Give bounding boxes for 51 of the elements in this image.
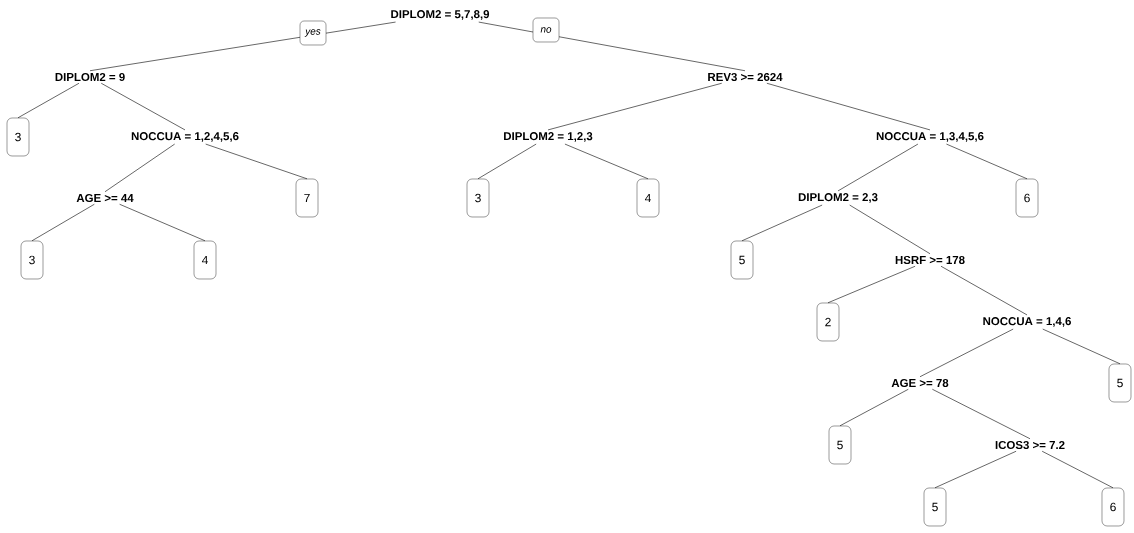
split-label: DIPLOM2 = 2,3 [798,193,878,203]
split-label: ICOS3 >= 7.2 [995,440,1065,450]
branch-line [89,21,396,72]
branch-line [547,82,723,131]
leaf-box: 5 [828,425,852,465]
edge-label: yes [299,20,327,46]
leaf-box: 5 [730,240,754,280]
leaf-box: 2 [816,302,840,342]
edge-label: no [532,17,560,43]
branch-line [849,204,931,255]
split-label: DIPLOM2 = 5,7,8,9 [391,10,490,20]
branch-line [741,204,823,242]
branch-line [100,82,186,131]
split-label: NOCCUA = 1,4,6 [983,317,1071,327]
leaf-box: 6 [1101,487,1125,527]
branch-line [766,82,931,131]
split-label: AGE >= 78 [891,378,949,388]
branch-line [1042,328,1121,365]
branch-line [934,450,1017,489]
leaf-box: 6 [1015,178,1039,218]
branch-line [564,143,649,180]
split-label: DIPLOM2 = 1,2,3 [504,132,593,142]
branch-line [837,143,919,192]
branch-line [827,265,916,304]
branch-line [919,328,1014,378]
split-label: HSRF >= 178 [895,255,965,265]
branch-line [104,143,175,193]
branch-line [31,203,95,242]
leaf-box: 4 [636,178,660,218]
split-label: AGE >= 44 [76,193,134,203]
branch-line [17,82,80,119]
split-label: REV3 >= 2624 [708,72,783,82]
branch-line [477,143,537,180]
split-label: DIPLOM2 = 9 [55,72,125,82]
branch-line [839,388,909,427]
leaf-box: 3 [466,178,490,218]
branch-line [946,143,1028,180]
branch-line [932,388,1031,440]
split-label: NOCCUA = 1,3,4,5,6 [876,132,984,142]
leaf-box: 4 [193,240,217,280]
split-label: NOCCUA = 1,2,4,5,6 [131,132,239,142]
leaf-box: 3 [6,117,30,157]
branch-line [1041,450,1114,489]
branch-line [940,265,1028,316]
leaf-box: 5 [1108,363,1132,403]
leaf-box: 3 [20,240,44,280]
branch-line [478,21,746,72]
branch-line [205,143,308,180]
leaf-box: 7 [295,178,319,218]
branch-line [119,203,206,242]
leaf-box: 5 [923,487,947,527]
